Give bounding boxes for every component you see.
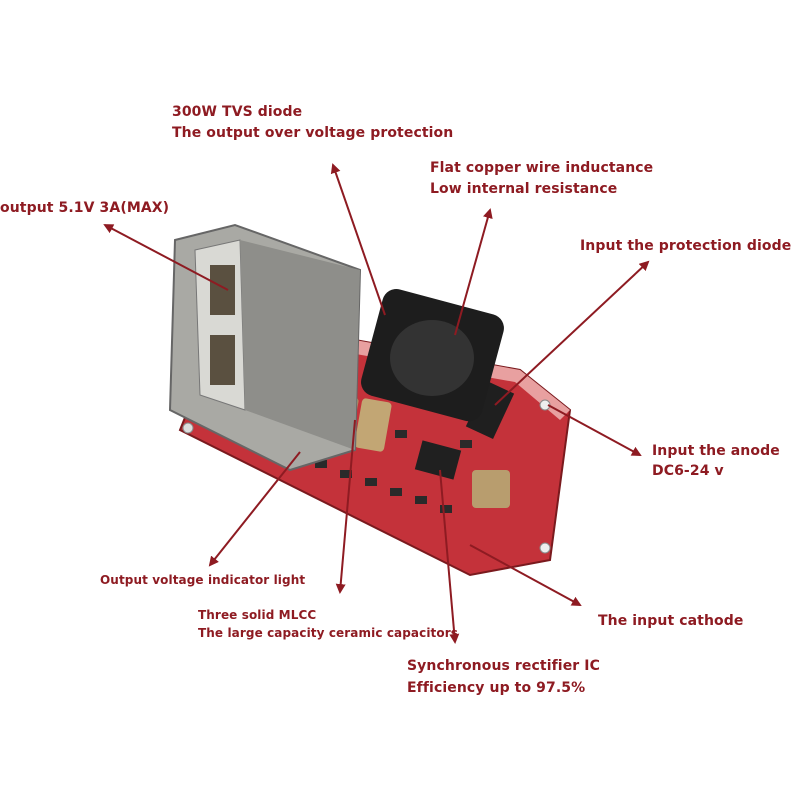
label-ic-title: Synchronous rectifier IC (407, 658, 600, 674)
label-mlcc-desc: The large capacity ceramic capacitors (198, 626, 458, 640)
label-ic-desc: Efficiency up to 97.5% (407, 680, 586, 696)
label-anode-title: Input the anode (652, 443, 780, 459)
ic-chip (414, 440, 462, 480)
arrow-inductor (454, 208, 493, 336)
label-inductor-desc: Low internal resistance (430, 181, 618, 197)
arrow-indicator (208, 451, 301, 567)
arrow-usb (103, 224, 229, 291)
label-indicator: Output voltage indicator light (100, 573, 306, 587)
capacitor (354, 398, 392, 452)
arrow-cathode (469, 544, 582, 606)
arrow-anode (547, 404, 642, 456)
label-cathode: The input cathode (598, 613, 744, 629)
diode (465, 381, 515, 439)
label-tvs-desc: The output over voltage protection (172, 125, 454, 141)
arrow-ic (439, 469, 460, 644)
label-protection-diode: Input the protection diode (580, 238, 792, 254)
label-anode-desc: DC6-24 v (652, 463, 724, 479)
arrow-tvs (330, 163, 386, 316)
label-usb-output: output 5.1V 3A(MAX) (0, 200, 170, 216)
label-tvs-title: 300W TVS diode (172, 104, 303, 120)
arrow-mlcc (335, 419, 356, 594)
label-inductor-title: Flat copper wire inductance (430, 160, 654, 176)
capacitor (472, 470, 510, 508)
label-mlcc-title: Three solid MLCC (198, 608, 317, 622)
arrow-protection-diode (494, 260, 650, 406)
